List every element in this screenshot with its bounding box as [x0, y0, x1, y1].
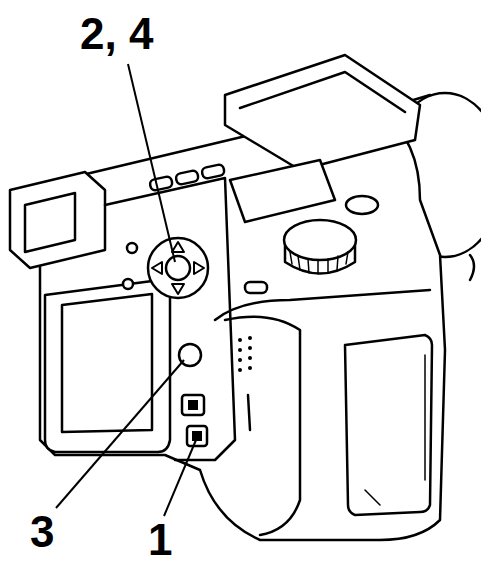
- leader-lines: [56, 64, 196, 516]
- indicator: [127, 243, 137, 253]
- viewfinder-window: [25, 193, 75, 252]
- dial-knurl: [290, 252, 348, 274]
- top-button: [149, 176, 173, 191]
- flash-edge: [240, 72, 405, 112]
- callout-number: 1: [148, 518, 172, 562]
- callout-number: 2, 4: [80, 12, 153, 56]
- viewfinder: [10, 172, 105, 268]
- flash-housing: [225, 55, 420, 170]
- top-button: [175, 170, 199, 185]
- indicator: [123, 279, 133, 289]
- leader-line: [164, 440, 196, 516]
- arrow-marks: [152, 242, 204, 294]
- display-button: [182, 395, 204, 415]
- leader-line: [128, 64, 175, 262]
- power-switch: [187, 426, 207, 446]
- body-edge: [215, 290, 430, 320]
- grip-slot: [248, 395, 250, 430]
- arrow-pad: [148, 238, 208, 298]
- mode-dial-top: [284, 220, 356, 260]
- grip: [225, 317, 300, 535]
- status-panel: [230, 160, 335, 222]
- side-button: [245, 282, 267, 293]
- camera-body: [40, 110, 445, 540]
- leader-line: [56, 360, 184, 508]
- shutter-button: [346, 196, 378, 214]
- top-button: [201, 164, 225, 179]
- arrow-pad-center: [166, 256, 190, 280]
- speaker: [238, 336, 252, 372]
- monitor: [45, 280, 170, 452]
- callout-number: 3: [30, 510, 54, 554]
- strap-lug: [470, 255, 474, 280]
- card-door: [345, 335, 432, 515]
